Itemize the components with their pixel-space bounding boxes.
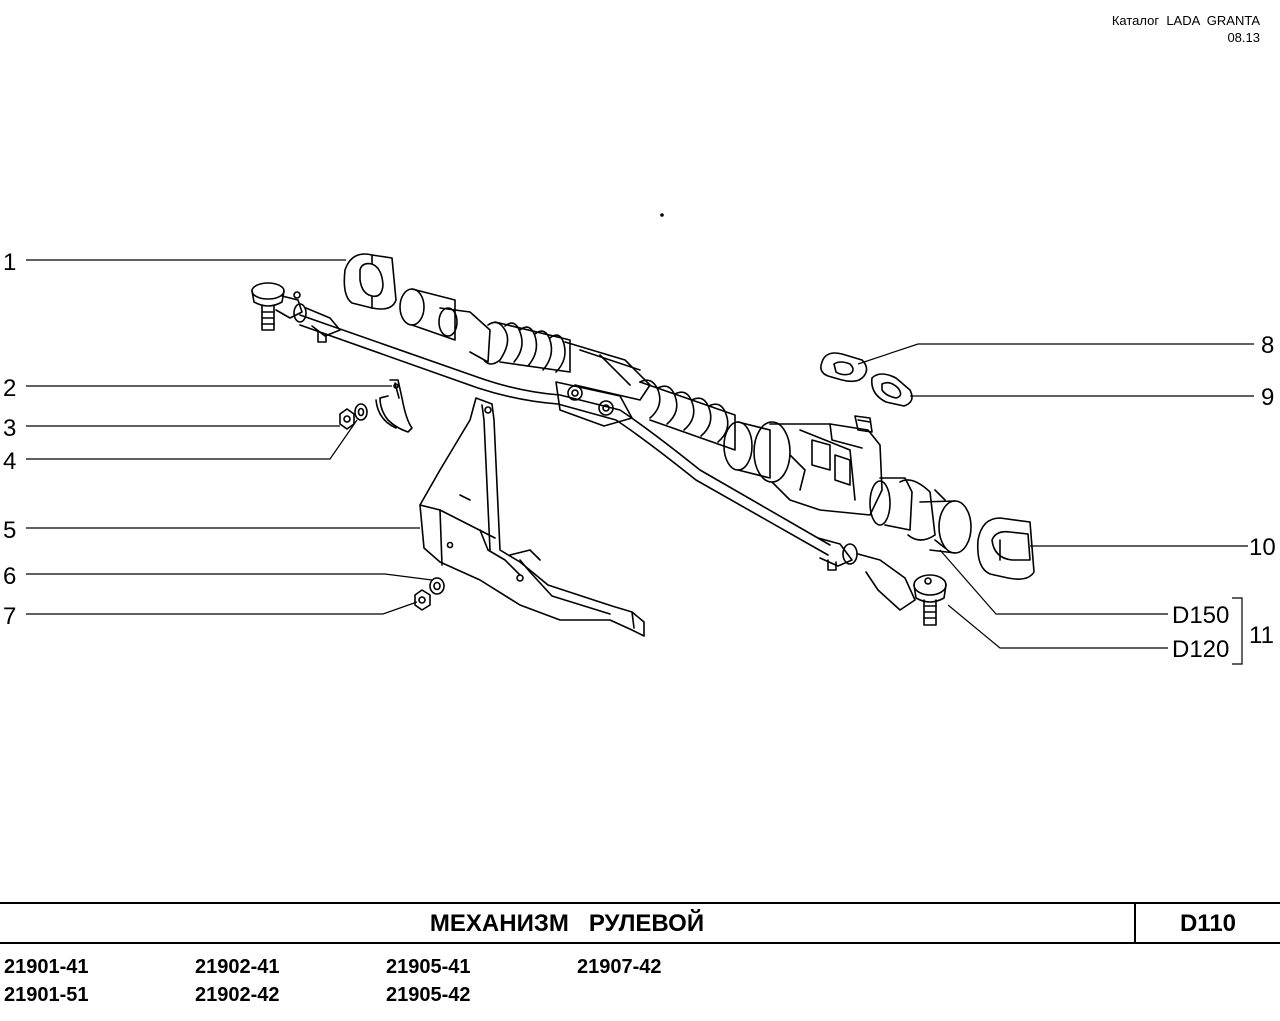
callout-4: 4 bbox=[3, 448, 16, 475]
part-6-washer bbox=[429, 577, 445, 595]
callout-d120: D120 bbox=[1172, 636, 1229, 663]
part-9-seal bbox=[870, 373, 913, 407]
model-list: 21901-41 21902-41 21905-41 21907-42 2190… bbox=[4, 956, 764, 1012]
housing-cap-right bbox=[899, 479, 972, 554]
right-tie-rod-end bbox=[817, 537, 947, 626]
part-1-bushing bbox=[343, 253, 397, 310]
part-7-nut bbox=[414, 589, 431, 611]
catalog-date: 08.13 bbox=[1227, 30, 1260, 45]
model-number: 21905-41 bbox=[386, 956, 471, 978]
callout-leaders bbox=[26, 259, 1254, 665]
callout-3: 3 bbox=[3, 415, 16, 442]
callout-d150: D150 bbox=[1172, 602, 1229, 629]
catalog-name: Каталог LADA GRANTA bbox=[1111, 13, 1260, 28]
part-3-nut bbox=[339, 408, 355, 430]
model-number: 21902-42 bbox=[195, 984, 280, 1006]
callout-2: 2 bbox=[3, 375, 16, 402]
callout-10: 10 bbox=[1249, 534, 1276, 561]
callout-5: 5 bbox=[3, 517, 16, 544]
part-10-bushing bbox=[976, 517, 1035, 580]
part-2-bracket bbox=[375, 379, 413, 433]
part-5-heat-shield bbox=[419, 397, 645, 637]
callout-1: 1 bbox=[3, 249, 16, 276]
callout-labels: 1 2 3 4 5 6 7 8 9 10 D150 D120 11 bbox=[3, 249, 1276, 663]
gear-housing bbox=[753, 415, 913, 531]
callout-6: 6 bbox=[3, 563, 16, 590]
part-4-washer bbox=[354, 403, 368, 421]
page-title: МЕХАНИЗМ РУЛЕВОЙ bbox=[429, 910, 705, 937]
title-bar: МЕХАНИЗМ РУЛЕВОЙ D110 bbox=[0, 902, 1280, 944]
tie-rod bbox=[299, 314, 831, 556]
catalog-header: Каталог LADA GRANTA 08.13 bbox=[1112, 12, 1260, 46]
steering-rack-left bbox=[399, 288, 651, 401]
callout-11: 11 bbox=[1249, 622, 1274, 649]
callout-7: 7 bbox=[3, 603, 16, 630]
mounting-plate bbox=[555, 381, 633, 427]
part-8-seal bbox=[820, 352, 868, 383]
model-number: 21901-41 bbox=[4, 956, 89, 978]
model-number: 21905-42 bbox=[386, 984, 471, 1006]
model-number: 21907-42 bbox=[577, 956, 662, 978]
left-tie-rod-end bbox=[251, 282, 341, 343]
section-code: D110 bbox=[1134, 904, 1280, 942]
callout-9: 9 bbox=[1261, 384, 1274, 411]
steering-mechanism-diagram: 1 2 3 4 5 6 7 8 9 10 D150 D120 11 bbox=[3, 213, 1276, 665]
steering-rack-boot-right bbox=[639, 379, 771, 479]
callout-8: 8 bbox=[1261, 332, 1274, 359]
model-number: 21902-41 bbox=[195, 956, 280, 978]
model-number: 21901-51 bbox=[4, 984, 89, 1006]
model-number bbox=[577, 984, 768, 1012]
